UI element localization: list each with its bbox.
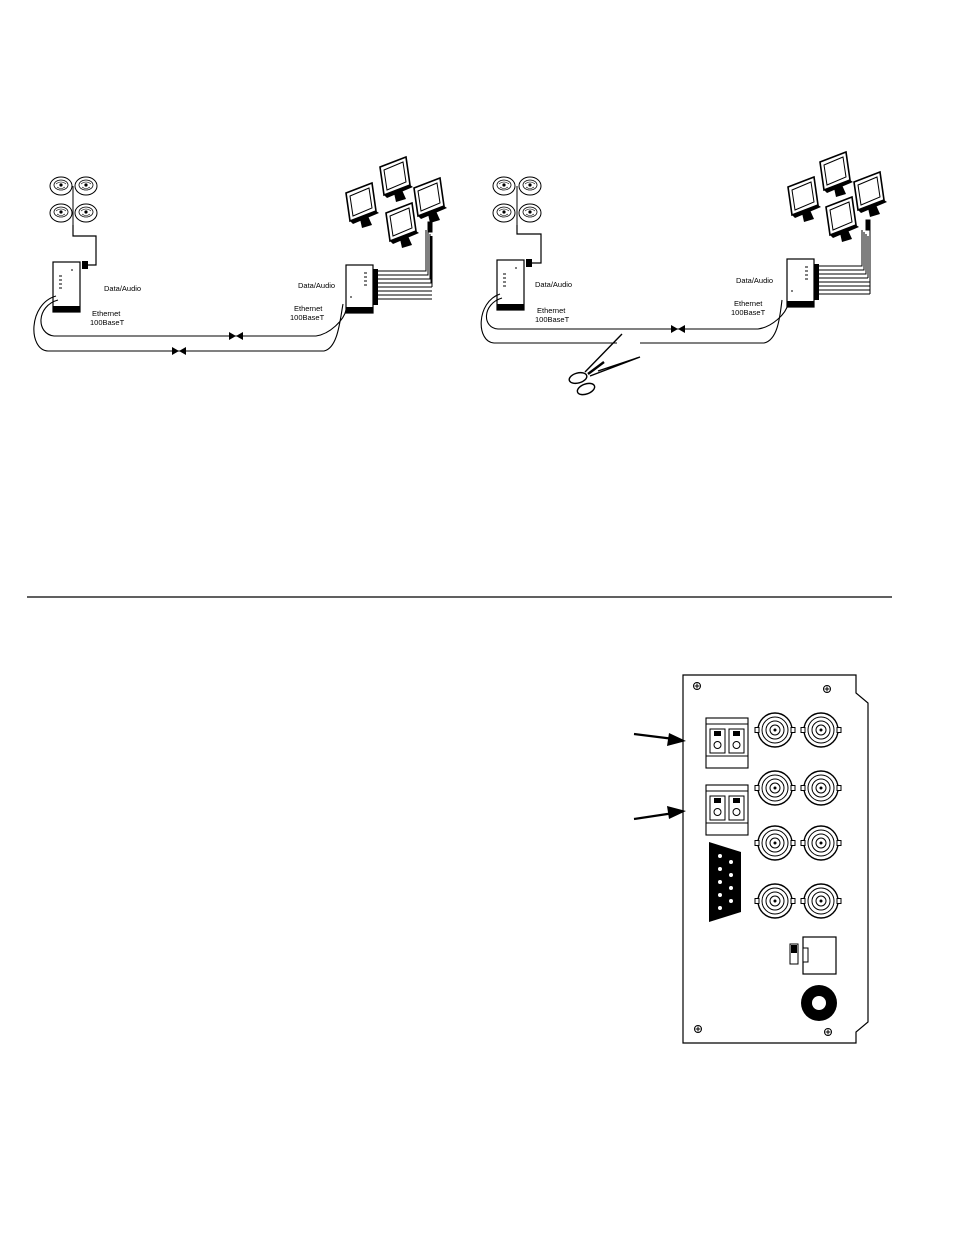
- monitor-group: [345, 156, 448, 249]
- camera-icon: [492, 176, 516, 196]
- ethernet-label: Ethernet: [92, 309, 121, 318]
- data-audio-label: Data/Audio: [104, 284, 141, 293]
- power-switch: [789, 943, 799, 965]
- speed-label: 100BaseT: [90, 318, 125, 327]
- camera-icon: [492, 203, 516, 223]
- camera-icon: [49, 176, 73, 196]
- monitor-icon: [787, 176, 822, 223]
- ethernet-label-far: Ethernet: [294, 304, 323, 313]
- data-audio-label: Data/Audio: [535, 280, 572, 289]
- fiber-port-lower: [705, 784, 749, 836]
- monitor-icon: [853, 171, 888, 218]
- fiber-loop-outer: [33, 295, 344, 352]
- monitor-icon: [385, 202, 420, 249]
- cable-bundle: [819, 219, 871, 295]
- power-connector: [802, 936, 837, 975]
- speed-label-far: 100BaseT: [731, 308, 766, 317]
- data-audio-label-far: Data/Audio: [298, 281, 335, 290]
- rear-panel: [682, 674, 869, 1044]
- camera-group: [492, 176, 542, 267]
- camera-icon: [74, 176, 98, 196]
- fiber-loop-outer-cut-b: [640, 299, 783, 344]
- monitor-group: [787, 151, 888, 243]
- screw-icon: [823, 685, 831, 693]
- camera-icon: [49, 203, 73, 223]
- camera-icon: [518, 203, 542, 223]
- monitor-icon: [379, 156, 414, 203]
- transceiver-unit-far: [345, 264, 378, 314]
- screw-icon: [824, 1028, 832, 1036]
- monitor-icon: [345, 182, 380, 229]
- connector-icon: [671, 325, 685, 333]
- fiber-loop-outer-cut-a: [480, 293, 617, 344]
- transceiver-unit: [496, 259, 525, 311]
- data-audio-label-far: Data/Audio: [736, 276, 773, 285]
- arrow-icon: [633, 732, 686, 746]
- camera-group: [49, 176, 98, 269]
- screw-icon: [693, 682, 701, 690]
- db9-connector: [709, 842, 741, 922]
- diagram-left: Data/Audio Ethernet 100BaseT Data/Audio …: [33, 156, 448, 355]
- fiber-port-upper: [705, 717, 749, 769]
- monitor-icon: [825, 196, 860, 243]
- cable-bundle: [378, 221, 433, 300]
- connector-icon: [172, 347, 186, 355]
- fiber-loop-inner: [485, 297, 789, 330]
- transceiver-unit: [52, 261, 81, 313]
- speed-label-far: 100BaseT: [290, 313, 325, 322]
- ethernet-label-far: Ethernet: [734, 299, 763, 308]
- monitor-icon: [819, 151, 854, 198]
- monitor-icon: [413, 177, 448, 224]
- speed-label: 100BaseT: [535, 315, 570, 324]
- arrow-icon: [633, 806, 686, 821]
- connector-icon: [229, 332, 243, 340]
- diagram-right: Data/Audio Ethernet 100BaseT Data/Audio: [480, 151, 888, 396]
- transceiver-unit-far: [786, 258, 819, 308]
- screw-icon: [694, 1025, 702, 1033]
- scissors-icon: [568, 333, 641, 396]
- camera-icon: [74, 203, 98, 223]
- grommet-icon: [801, 985, 837, 1021]
- ethernet-label: Ethernet: [537, 306, 566, 315]
- camera-icon: [518, 176, 542, 196]
